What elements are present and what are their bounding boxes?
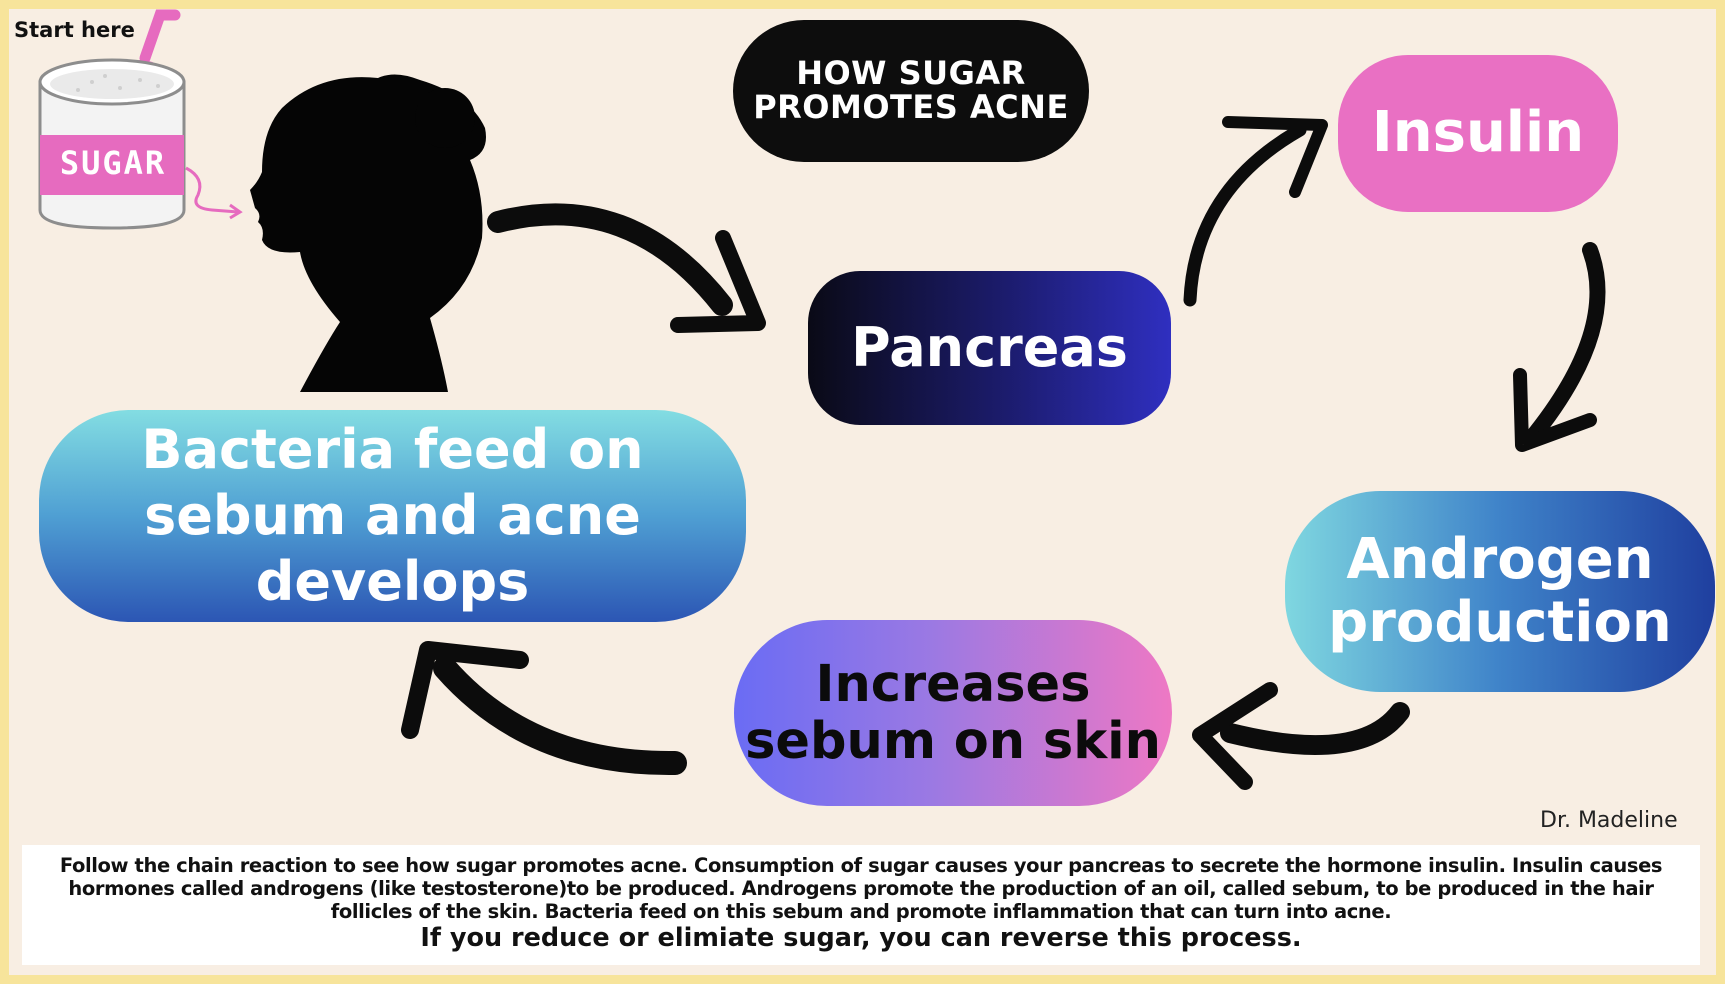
curved-arrow-icon bbox=[1513, 242, 1606, 452]
curved-arrow-icon bbox=[1192, 682, 1410, 790]
author-signature: Dr. Madeline bbox=[1540, 808, 1678, 833]
start-here-label: Start here bbox=[14, 18, 135, 42]
step-increases-sebum: Increases sebum on skin bbox=[734, 620, 1172, 806]
step-bacteria-acne: Bacteria feed on sebum and acne develops bbox=[39, 410, 746, 622]
woman-silhouette-icon bbox=[250, 74, 486, 392]
diagram-title: HOW SUGAR PROMOTES ACNE bbox=[733, 20, 1089, 162]
caption-tagline: If you reduce or elimiate sugar, you can… bbox=[420, 923, 1302, 953]
curved-arrow-icon bbox=[1183, 116, 1328, 307]
step-insulin: Insulin bbox=[1338, 55, 1618, 212]
curved-arrow-icon bbox=[401, 641, 687, 776]
curved-arrow-icon bbox=[487, 203, 766, 333]
caption-body: Follow the chain reaction to see how sug… bbox=[59, 854, 1663, 923]
sugar-jar-label: SUGAR bbox=[59, 144, 167, 182]
step-androgen-production: Androgen production bbox=[1285, 491, 1715, 692]
step-pancreas: Pancreas bbox=[808, 271, 1171, 425]
sugar-jar-icon bbox=[38, 58, 243, 230]
caption-box: Follow the chain reaction to see how sug… bbox=[22, 845, 1700, 965]
